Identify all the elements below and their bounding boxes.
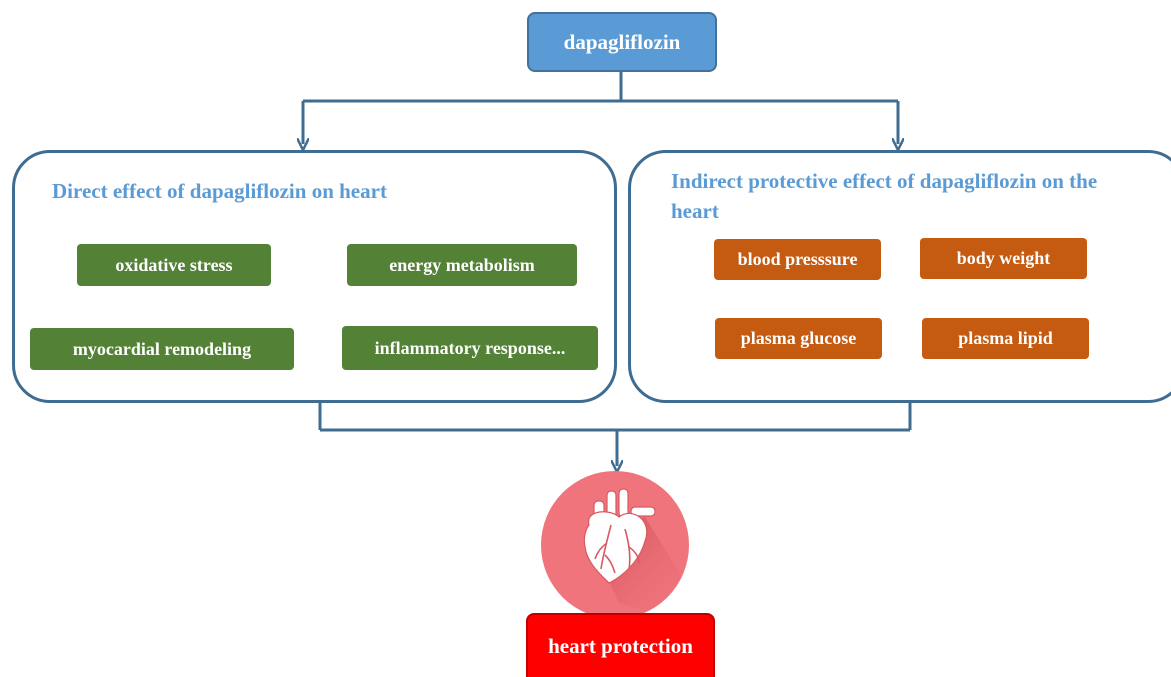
indirect-item-plasma-lipid: plasma lipid	[922, 318, 1089, 359]
indirect-item-blood-pressure: blood presssure	[714, 239, 881, 280]
heart-protection-label: heart protection	[548, 633, 693, 658]
direct-effect-title: Direct effect of dapagliflozin on heart	[52, 179, 387, 203]
indirect-effect-title: Indirect protective effect of dapagliflo…	[671, 169, 1098, 223]
heart-icon	[541, 471, 689, 619]
direct-item-oxidative-stress: oxidative stress	[77, 244, 271, 286]
dapagliflozin-label: dapagliflozin	[563, 29, 681, 54]
direct-item-myocardial-remodeling: myocardial remodeling	[30, 328, 294, 370]
indirect-item-body-weight: body weight	[920, 238, 1087, 279]
indirect-item-plasma-glucose: plasma glucose	[715, 318, 882, 359]
heart-protection-node: heart protection	[526, 613, 715, 677]
direct-item-inflammatory-response: inflammatory response...	[342, 326, 598, 370]
dapagliflozin-node: dapagliflozin	[527, 12, 717, 72]
direct-item-energy-metabolism: energy metabolism	[347, 244, 577, 286]
